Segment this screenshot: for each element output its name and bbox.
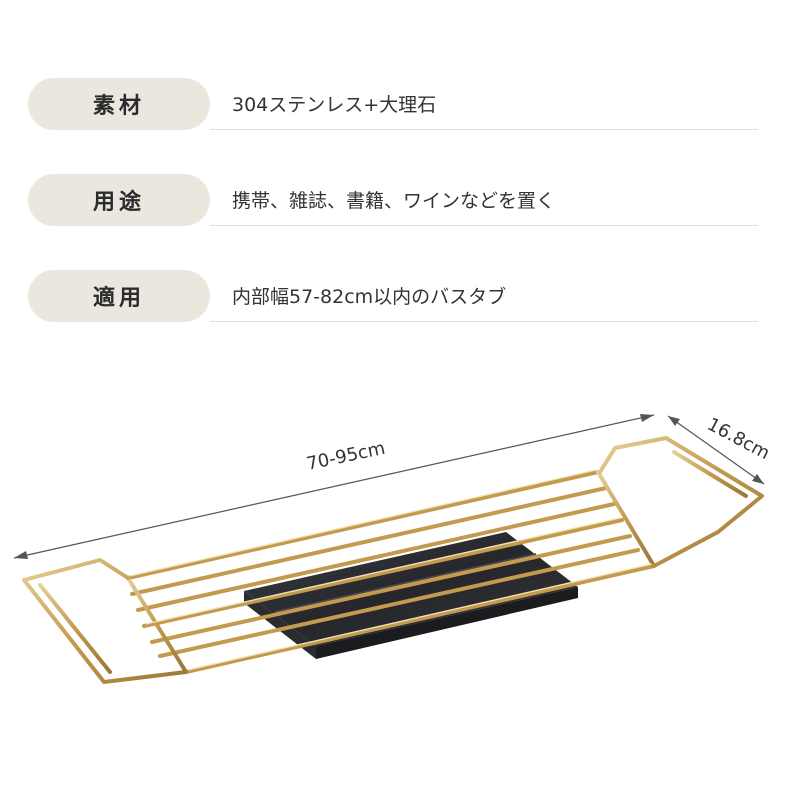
bathtub-tray-illustration: 70-95cm 16.8cm	[13, 414, 773, 684]
arrow-bottom-icon	[752, 474, 764, 484]
dimension-length: 70-95cm	[13, 414, 655, 559]
divider	[210, 225, 758, 226]
spec-label-material: 素材	[28, 78, 210, 130]
arrow-top-icon	[668, 416, 680, 426]
arrow-left-icon	[14, 551, 28, 559]
spec-label-usage: 用途	[28, 174, 210, 226]
dimension-width-label: 16.8cm	[704, 414, 773, 464]
dimension-line-length	[13, 414, 655, 559]
spec-label-application: 適用	[28, 270, 210, 322]
frame-highlights	[129, 469, 653, 671]
spec-value-material: 304ステンレス+大理石	[232, 94, 437, 116]
divider	[210, 321, 758, 322]
gold-wire-frame	[22, 436, 764, 684]
spec-row-usage: 用途 携帯、雑誌、書籍、ワインなどを置く	[28, 174, 758, 226]
spec-row-application: 適用 内部幅57-82cm以内のバスタブ	[28, 270, 758, 322]
spec-row-material: 素材 304ステンレス+大理石	[28, 78, 758, 130]
arrow-right-icon	[640, 414, 654, 422]
spec-value-usage: 携帯、雑誌、書籍、ワインなどを置く	[232, 190, 556, 212]
dimension-length-label: 70-95cm	[305, 438, 387, 475]
divider	[210, 129, 758, 130]
dimension-line-width	[667, 415, 765, 485]
spec-value-application: 内部幅57-82cm以内のバスタブ	[232, 286, 507, 308]
